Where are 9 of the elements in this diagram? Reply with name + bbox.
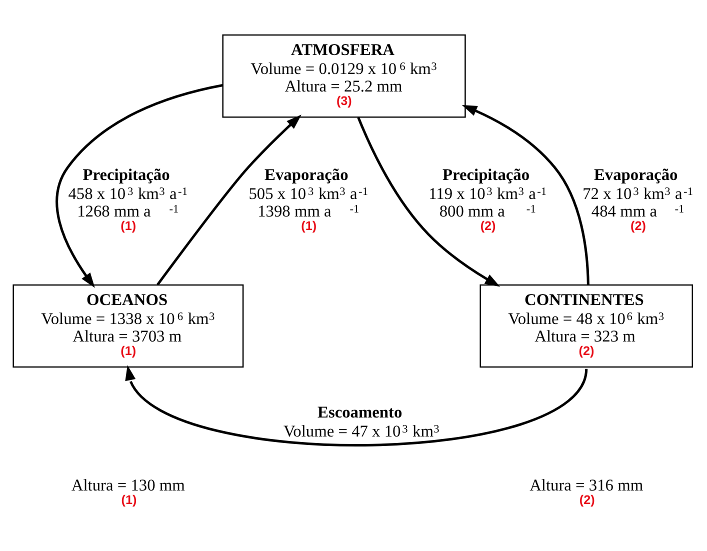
arrow <box>156 114 302 286</box>
arrow <box>56 84 223 288</box>
label: (2) <box>579 492 595 507</box>
arrow <box>125 365 588 446</box>
arrow <box>357 116 500 287</box>
arrow <box>462 104 590 285</box>
label: Altura = 316 mm <box>530 476 644 495</box>
label: (1) <box>121 492 137 507</box>
label: Altura = 130 mm <box>71 476 185 495</box>
